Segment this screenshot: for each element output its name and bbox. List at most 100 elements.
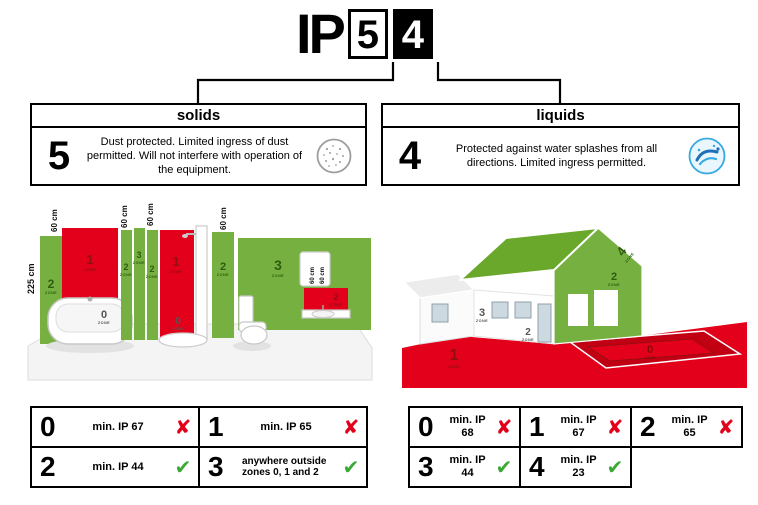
cell-out-zone2: 2 min. IP 65 ✘ bbox=[630, 406, 743, 448]
liquids-definition-table: liquids 4 Protected against water splash… bbox=[381, 103, 740, 186]
house-left-wing bbox=[402, 273, 476, 345]
zone2-washbasin-area bbox=[304, 288, 348, 312]
zone0-pit bbox=[567, 330, 743, 369]
house-roof bbox=[459, 227, 599, 281]
zone-number: 3 bbox=[418, 451, 434, 482]
liquids-header: liquids bbox=[383, 105, 738, 128]
zone3-label: 3 bbox=[479, 307, 485, 319]
zone-number: 0 bbox=[418, 411, 434, 442]
title-ip-rating: IP 5 4 bbox=[296, 6, 433, 62]
requirement-text: min. IP 67 bbox=[92, 420, 144, 433]
svg-text:ZONE: ZONE bbox=[608, 283, 620, 287]
outdoor-ip-table: 0 min. IP 68 ✘ 1 min. IP 67 ✘ 2 min. IP … bbox=[408, 406, 743, 488]
title-ip-prefix: IP bbox=[296, 2, 346, 65]
cell-out-zone0: 0 min. IP 68 ✘ bbox=[408, 406, 521, 448]
table-row: 3 min. IP 44 ✔ 4 min. IP 23 ✔ bbox=[408, 446, 743, 488]
svg-text:2: 2 bbox=[525, 327, 531, 338]
svg-text:60 cm: 60 cm bbox=[310, 267, 316, 284]
solids-digit: 5 bbox=[47, 134, 71, 178]
house-gable-wall bbox=[553, 227, 643, 345]
zone2-strip bbox=[121, 230, 132, 340]
mirror bbox=[299, 251, 331, 287]
requirement-text: min. IP 65 bbox=[671, 414, 708, 439]
requirement-text: min. IP 23 bbox=[560, 454, 597, 479]
svg-text:ZONE: ZONE bbox=[170, 270, 182, 274]
svg-text:ZONE: ZONE bbox=[120, 273, 132, 277]
zone0-label: 0 bbox=[647, 344, 653, 356]
zone0-label: 0 bbox=[101, 309, 107, 321]
svg-text:ZONE: ZONE bbox=[644, 356, 656, 360]
shower-column bbox=[158, 225, 208, 348]
svg-text:ZONE: ZONE bbox=[272, 274, 284, 278]
solids-definition-table: solids 5 Dust protected. Limited ingress… bbox=[30, 103, 367, 186]
bathtub bbox=[46, 296, 134, 353]
svg-text:ZONE: ZONE bbox=[217, 273, 229, 277]
dust-icon bbox=[313, 135, 355, 177]
svg-text:ZONE: ZONE bbox=[476, 319, 488, 323]
svg-text:2: 2 bbox=[220, 261, 226, 273]
check-icon: ✔ bbox=[342, 456, 360, 479]
bathroom-zones-illustration: 225 cm 60 cm 2 ZONE 1 ZONE 0 ZONE 60 cm … bbox=[26, 203, 373, 381]
solids-header: solids bbox=[32, 105, 365, 128]
cell-bath-zone1: 1 min. IP 65 ✘ bbox=[198, 406, 368, 448]
zone-number: 2 bbox=[640, 411, 656, 442]
title-liquids-digit: 4 bbox=[392, 9, 433, 59]
table-row: 0 min. IP 68 ✘ 1 min. IP 67 ✘ 2 min. IP … bbox=[408, 406, 743, 448]
washbasin bbox=[301, 305, 351, 319]
requirement-text: min. IP 44 bbox=[92, 460, 144, 473]
zone-number: 2 bbox=[40, 451, 56, 482]
cell-out-zone1: 1 min. IP 67 ✘ bbox=[519, 406, 632, 448]
svg-text:60 cm: 60 cm bbox=[219, 207, 228, 230]
svg-text:60 cm: 60 cm bbox=[120, 205, 129, 228]
check-icon: ✔ bbox=[174, 456, 192, 479]
svg-text:ZONE: ZONE bbox=[146, 275, 158, 279]
house-front-wall bbox=[473, 289, 555, 345]
liquids-definition-row: 4 Protected against water splashes from … bbox=[383, 128, 738, 184]
svg-text:1: 1 bbox=[172, 254, 179, 269]
table-row: 0 min. IP 67 ✘ 1 min. IP 65 ✘ bbox=[30, 406, 368, 448]
svg-text:ZONE: ZONE bbox=[133, 261, 145, 265]
requirement-text: min. IP 44 bbox=[449, 454, 486, 479]
house-zones-illustration: 0 ZONE 1 ZONE 3 ZONE 2 ZONE 2 ZONE bbox=[402, 227, 747, 388]
zone1-panel-shower bbox=[160, 230, 194, 340]
requirement-text: min. IP 68 bbox=[449, 414, 486, 439]
cell-bath-zone2: 2 min. IP 44 ✔ bbox=[30, 446, 200, 488]
svg-text:ZONE: ZONE bbox=[84, 268, 96, 272]
zone-number: 1 bbox=[208, 411, 224, 442]
zone2-label: 2 bbox=[611, 271, 617, 283]
zone-number: 4 bbox=[529, 451, 545, 482]
zone1-label: 1 bbox=[450, 347, 459, 364]
toilet bbox=[233, 295, 271, 351]
requirement-text: min. IP 67 bbox=[560, 414, 597, 439]
bathroom-ip-table: 0 min. IP 67 ✘ 1 min. IP 65 ✘ 2 min. IP … bbox=[30, 406, 368, 488]
svg-text:2: 2 bbox=[149, 264, 154, 274]
svg-text:2: 2 bbox=[333, 292, 338, 302]
requirement-text: anywhere outside zones 0, 1 and 2 bbox=[242, 455, 327, 479]
solids-definition-row: 5 Dust protected. Limited ingress of dus… bbox=[32, 128, 365, 184]
svg-text:ZONE: ZONE bbox=[172, 327, 184, 331]
cell-bath-zone3: 3 anywhere outside zones 0, 1 and 2 ✔ bbox=[198, 446, 368, 488]
svg-text:ZONE: ZONE bbox=[522, 338, 534, 342]
svg-text:60 cm: 60 cm bbox=[146, 203, 155, 226]
svg-text:60 cm: 60 cm bbox=[320, 267, 326, 284]
water-splash-icon bbox=[686, 135, 728, 177]
svg-text:3: 3 bbox=[136, 250, 141, 260]
cell-out-zone3: 3 min. IP 44 ✔ bbox=[408, 446, 521, 488]
cell-bath-zone0: 0 min. IP 67 ✘ bbox=[30, 406, 200, 448]
zone3-strip bbox=[134, 228, 145, 340]
requirement-text: min. IP 65 bbox=[260, 420, 312, 433]
zone-number: 3 bbox=[208, 451, 224, 482]
cross-icon: ✘ bbox=[342, 416, 360, 439]
svg-text:ZONE: ZONE bbox=[45, 291, 57, 295]
check-icon: ✔ bbox=[495, 456, 513, 479]
liquids-description: Protected against water splashes from al… bbox=[455, 142, 658, 169]
svg-text:ZONE: ZONE bbox=[624, 252, 635, 264]
svg-text:ZONE: ZONE bbox=[330, 303, 342, 307]
svg-text:ZONE: ZONE bbox=[98, 321, 110, 325]
table-row: 2 min. IP 44 ✔ 3 anywhere outside zones … bbox=[30, 446, 368, 488]
solids-description: Dust protected. Limited ingress of dust … bbox=[86, 135, 303, 177]
title-solids-digit: 5 bbox=[347, 9, 388, 59]
svg-text:ZONE: ZONE bbox=[448, 365, 460, 369]
height-measure-label: 225 cm bbox=[26, 263, 36, 294]
